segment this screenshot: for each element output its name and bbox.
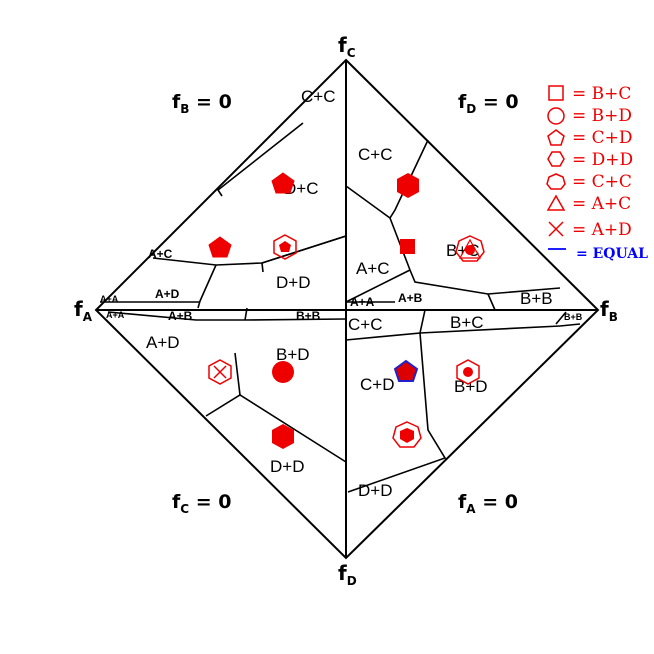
pentagon-icon: [547, 129, 565, 146]
heptagon-icon: [546, 173, 566, 190]
region-label: A+D: [155, 287, 180, 301]
region-boundaries: [96, 122, 581, 493]
region-label: D+D: [358, 481, 392, 500]
svg-text:fD: fD: [338, 561, 357, 588]
cross-icon: [548, 221, 564, 237]
legend: = B+C = B+D = C+D = D+D = C+C = A+C = A+…: [546, 84, 648, 262]
circle-marker: [465, 245, 475, 255]
region-label: B+B: [564, 312, 583, 322]
region-label: C+C: [358, 145, 392, 164]
cross-marker: [213, 365, 227, 379]
region-label: A+B: [168, 309, 193, 323]
region-label: C+C: [301, 87, 335, 106]
svg-text:fB: fB: [600, 297, 618, 324]
legend-label: = C+C: [572, 172, 632, 192]
region-label: A+C: [148, 247, 173, 261]
svg-text:fC: fC: [338, 33, 356, 60]
pentagon-marker: [279, 241, 291, 252]
heptagon-marker: [392, 421, 422, 448]
region-label: A+A: [350, 295, 375, 309]
circle-marker: [463, 367, 473, 377]
legend-label: = D+D: [572, 150, 633, 170]
region-label: A+A: [100, 294, 119, 304]
corner-label-right: fB: [600, 297, 618, 324]
region-label: C+C: [348, 315, 382, 334]
pentagon-marker: [208, 236, 232, 258]
heptagon-marker: [455, 235, 485, 262]
legend-label: = A+D: [572, 220, 632, 240]
face-label-bottom-right: fA = 0: [458, 491, 518, 516]
region-label: A+A: [106, 310, 125, 320]
pentagon-marker: [393, 359, 419, 382]
region-label: B+D: [276, 345, 310, 364]
face-label-bottom-left: fC = 0: [172, 491, 231, 516]
region-label: C+D: [360, 375, 394, 394]
legend-label: = B+C: [572, 84, 631, 104]
markers: [208, 172, 485, 449]
circle-marker: [272, 361, 294, 383]
face-label-top-left: fB = 0: [172, 91, 232, 116]
hexagon-marker: [456, 359, 480, 385]
corner-label-left: fA: [74, 297, 93, 324]
region-label: D+D: [270, 457, 304, 476]
circle-icon: [547, 107, 565, 125]
triangle-icon: [546, 194, 566, 211]
hexagon-marker: [273, 234, 297, 260]
hexagon-icon: [547, 151, 565, 167]
region-label: B+C: [450, 313, 484, 332]
pentagon-marker: [271, 172, 295, 194]
square-icon: [548, 85, 564, 101]
region-label: D+D: [276, 273, 310, 292]
legend-label: = A+C: [572, 194, 631, 214]
hexagon-marker: [272, 424, 294, 449]
region-label: A+B: [398, 291, 423, 305]
hexagon-marker: [400, 428, 414, 443]
region-label: B+B: [296, 309, 321, 323]
legend-equal-label: = EQUAL: [576, 246, 648, 262]
legend-label: = B+D: [572, 106, 632, 126]
legend-label: = C+D: [572, 128, 633, 148]
region-label: A+C: [356, 259, 390, 278]
region-label: B+B: [520, 289, 553, 308]
face-label-top-right: fD = 0: [458, 91, 519, 116]
region-label: A+D: [146, 333, 180, 352]
triangle-marker: [458, 238, 482, 259]
corner-label-top: fC: [338, 33, 356, 60]
square-marker: [400, 239, 415, 254]
svg-text:fA: fA: [74, 297, 93, 324]
corner-label-bottom: fD: [338, 561, 357, 588]
hexagon-marker: [397, 173, 419, 198]
hexagon-marker: [208, 359, 232, 385]
